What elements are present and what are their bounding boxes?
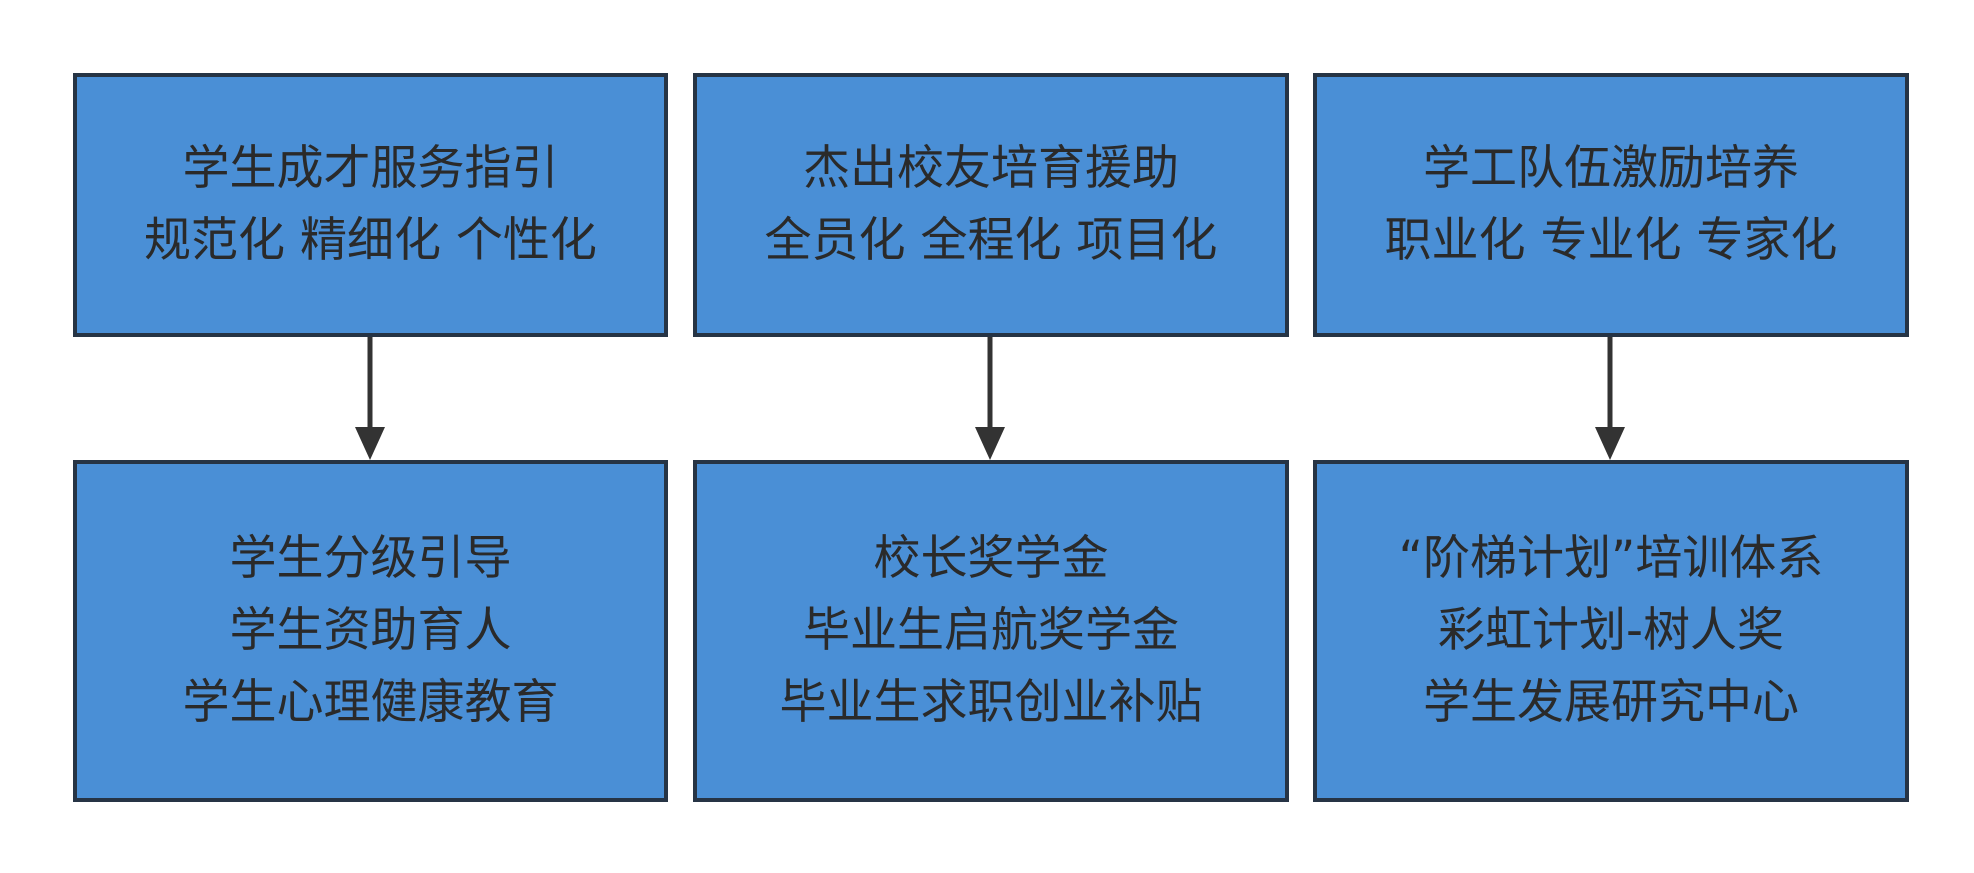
box-text-line: 学生心理健康教育 <box>182 675 559 730</box>
box-text-line: 毕业生求职创业补贴 <box>779 675 1203 730</box>
box-text-line: 学工队伍激励培养 <box>1423 141 1799 196</box>
arrow-column-0 <box>355 337 385 460</box>
box-text-line: 学生成才服务指引 <box>182 141 559 196</box>
arrow-head <box>355 427 385 460</box>
column-1-bottom-box: 校长奖学金 毕业生启航奖学金 毕业生求职创业补贴 <box>693 460 1289 802</box>
box-text-line: 全员化 全程化 项目化 <box>764 213 1218 268</box>
box-text-line: 杰出校友培育援助 <box>803 141 1179 196</box>
arrow-head <box>1595 427 1625 460</box>
column-2-top-box: 学工队伍激励培养 职业化 专业化 专家化 <box>1313 73 1909 337</box>
box-text-line: 规范化 精细化 个性化 <box>144 213 597 268</box>
arrow-column-1 <box>975 337 1005 460</box>
column-0-top-box: 学生成才服务指引 规范化 精细化 个性化 <box>73 73 668 337</box>
arrow-column-2 <box>1595 337 1625 460</box>
box-text-line: 学生发展研究中心 <box>1423 675 1799 730</box>
box-text-line: 毕业生启航奖学金 <box>803 603 1179 658</box>
box-text-line: “阶梯计划”培训体系 <box>1398 531 1824 586</box>
box-text-line: 彩虹计划-树人奖 <box>1438 603 1784 658</box>
column-2-bottom-box: “阶梯计划”培训体系 彩虹计划-树人奖 学生发展研究中心 <box>1313 460 1909 802</box>
box-text-line: 学生资助育人 <box>229 603 512 658</box>
column-0-bottom-box: 学生分级引导 学生资助育人 学生心理健康教育 <box>73 460 668 802</box>
box-text-line: 职业化 专业化 专家化 <box>1384 213 1838 268</box>
column-1-top-box: 杰出校友培育援助 全员化 全程化 项目化 <box>693 73 1289 337</box>
box-text-line: 学生分级引导 <box>229 531 512 586</box>
arrow-head <box>975 427 1005 460</box>
box-text-line: 校长奖学金 <box>873 531 1109 586</box>
